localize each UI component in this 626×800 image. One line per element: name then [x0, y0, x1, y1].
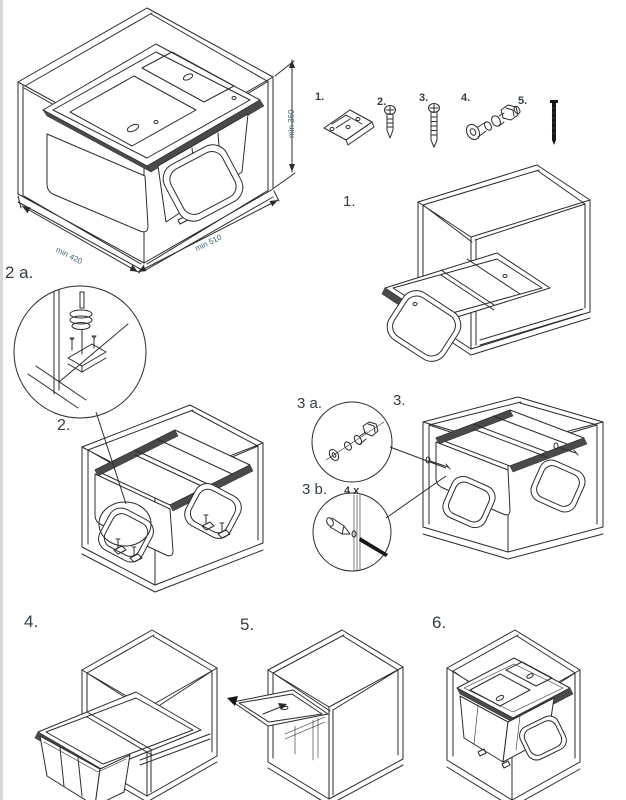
mounting-bracket-icon: [67, 335, 107, 373]
part-label-4: 4.: [461, 92, 471, 104]
figure-step-4: [20, 612, 245, 800]
bracket-icon: [323, 109, 375, 146]
detail-circle-3a: [308, 398, 400, 486]
detail-circle-2a: [10, 262, 155, 422]
step-label-5: 5.: [240, 615, 255, 634]
frame-unit: [94, 429, 254, 563]
front-panel: [46, 133, 149, 233]
figure-parts-list: [310, 88, 626, 160]
figure-step-6: [430, 612, 626, 800]
screw-long-icon: [428, 103, 440, 148]
bin-unit: [42, 43, 265, 233]
tube-legs: [442, 459, 586, 529]
figure-step-2: [60, 396, 295, 596]
bin-unit: [456, 657, 574, 769]
cover-lid: [227, 689, 329, 727]
figure-step-5: [225, 612, 433, 800]
mounting-screws: [113, 514, 231, 563]
line-art-parts: [323, 100, 558, 148]
tube-legs: [98, 483, 242, 563]
figure-main-assembly: [8, 2, 308, 280]
profile-rail: [353, 493, 361, 571]
interior-frame: [284, 716, 326, 761]
figure-step-3: [408, 390, 626, 580]
bin-lids: [469, 661, 553, 707]
line-art-detail-2a: [13, 285, 147, 419]
detail-label-2a: 2 a.: [5, 263, 34, 282]
tube-handle: [386, 290, 462, 362]
part-label-5: 5.: [518, 95, 528, 107]
euro-screw-icon: [359, 537, 388, 557]
euro-screw-icon: [550, 100, 558, 145]
part-label-2: 2.: [377, 96, 387, 108]
part-label-3: 3.: [419, 92, 429, 104]
connector-bolt-icon: [465, 104, 521, 141]
detail-label-3a: 3 a.: [297, 395, 323, 412]
step-label-1: 1.: [343, 193, 356, 210]
step-label-6: 6.: [432, 613, 447, 632]
bolt-insert-icon: [326, 517, 357, 538]
quantity-label-4x: 4 x: [344, 485, 360, 497]
connector-bolt-exploded-icon: [325, 421, 385, 461]
line-art-step-1: [381, 164, 591, 362]
front-rail-right: [146, 99, 265, 173]
step-label-3: 3.: [393, 392, 406, 409]
detail-label-3b: 3 b.: [302, 481, 328, 498]
waste-bin: [39, 735, 131, 800]
line-art-main-assembly: [17, 7, 296, 274]
insert-arrow: [262, 705, 284, 715]
detail-circle-3b: [308, 486, 400, 576]
lid-tip-arrow: [227, 696, 238, 706]
tube-frame: [519, 715, 567, 761]
page-edge-strip: [0, 0, 3, 800]
line-art-detail-3b: [312, 492, 392, 572]
line-art-step-4: [34, 629, 218, 800]
line-art-step-6: [446, 629, 581, 800]
line-art-step-3: [422, 396, 604, 560]
tube-frame: [162, 144, 244, 222]
bin-lids: [69, 51, 235, 147]
screw-with-spring-icon: [69, 291, 93, 355]
cabinet-corner: [27, 289, 129, 409]
step-label-2: 2.: [57, 417, 71, 434]
line-art-step-2: [81, 404, 264, 593]
cabinet: [417, 164, 591, 356]
screw-short-icon: [384, 105, 396, 139]
line-art-detail-3a: [311, 401, 393, 483]
figure-step-1: [355, 158, 626, 388]
dimension-lines: [17, 59, 296, 274]
step-label-4: 4.: [24, 612, 39, 631]
pull-out-frame: [381, 252, 551, 362]
dim-height-label: min 360: [287, 109, 296, 138]
line-art-step-5: [227, 629, 404, 800]
frame-unit: [425, 409, 588, 529]
part-label-1: 1.: [315, 91, 325, 103]
